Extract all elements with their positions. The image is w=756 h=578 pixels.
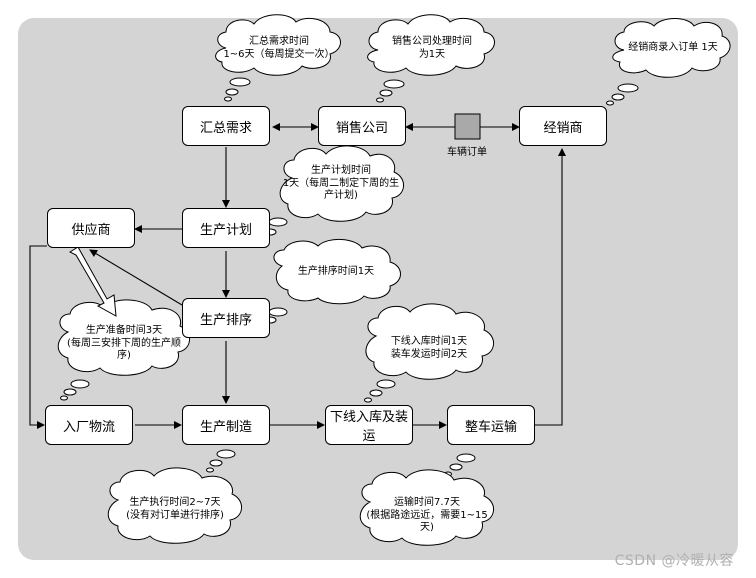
note-line: 生产准备时间3天 [85,325,163,336]
note-offline-time: 下线入库时间1天 装车发运时间2天 [368,336,490,361]
note-line: 生产执行时间2~7天 [129,497,221,508]
note-schedule-time: 生产排序时间1天 [280,266,392,279]
note-line: 天) [420,522,434,533]
note-line: 下线入库时间1天 [390,336,468,347]
note-line: (每周三安排下周的生产顺 [67,337,181,349]
node-offline-storage-loading[interactable]: 下线入库及装运 [325,405,413,445]
hollow-flow-arrow [68,246,117,317]
node-summary-demand[interactable]: 汇总需求 [182,106,270,146]
note-transport-time: 运输时间7.7天 (根据路途远近，需要1~15 天) [360,497,494,535]
edge-schedule-supplier [89,249,183,306]
note-line: 销售公司处理时间 [392,36,472,47]
note-prep-time: 生产准备时间3天 (每周三安排下周的生产顺 序) [58,325,190,363]
note-summary-time: 汇总需求时间 1~6天（每周提交一次） [216,36,342,61]
vehicle-order-square [454,113,481,140]
cloud-schedule-time [260,239,401,329]
node-production-plan[interactable]: 生产计划 [182,208,270,248]
cloud-dealer-time [606,18,731,106]
cloud-summary-time [215,14,341,102]
node-dealer[interactable]: 经销商 [519,106,607,146]
cloud-transport-time [359,453,494,546]
node-sales-company[interactable]: 销售公司 [318,106,406,146]
node-production-schedule[interactable]: 生产排序 [182,298,270,338]
note-line: 装车发运时间2天 [390,348,468,360]
node-supplier[interactable]: 供应商 [47,208,135,248]
note-line: 运输时间7.7天 [394,497,460,508]
node-inbound-logistics[interactable]: 入厂物流 [45,405,133,445]
note-line: 产计划) [324,190,358,201]
note-dealer-time: 经销商录入订单 1天 [614,42,732,55]
cloud-prep-time [57,299,190,401]
note-line: 生产排序时间1天 [297,266,375,277]
note-line: 生产计划时间 [311,165,371,176]
cloud-offline-time [364,303,494,403]
note-line: (没有对订单进行排序) [126,509,224,521]
cloud-exec-time [107,449,242,544]
watermark: CSDN @冷暖从容 [614,553,734,569]
edge-transport-dealer [535,148,566,426]
node-vehicle-transport[interactable]: 整车运输 [447,405,535,445]
note-line: 经销商录入订单 1天 [628,42,718,53]
note-line: 1天（每周二制定下周的生 [282,177,400,189]
note-line: (根据路途远近，需要1~15 [366,509,488,521]
note-line: 1~6天（每周提交一次） [223,48,335,60]
node-production-manufacturing[interactable]: 生产制造 [182,405,270,445]
cloud-sales-time [367,14,495,103]
vehicle-order-label: 车辆订单 [447,147,487,158]
note-line: 汇总需求时间 [249,36,309,47]
note-exec-time: 生产执行时间2~7天 (没有对订单进行排序) [108,497,242,522]
edge-supplier-inbound [29,245,47,429]
note-line: 序) [117,350,131,361]
note-sales-time: 销售公司处理时间 为1天 [372,36,492,61]
note-plan-time: 生产计划时间 1天（每周二制定下周的生 产计划) [272,165,410,203]
note-line: 为1天 [418,48,446,60]
